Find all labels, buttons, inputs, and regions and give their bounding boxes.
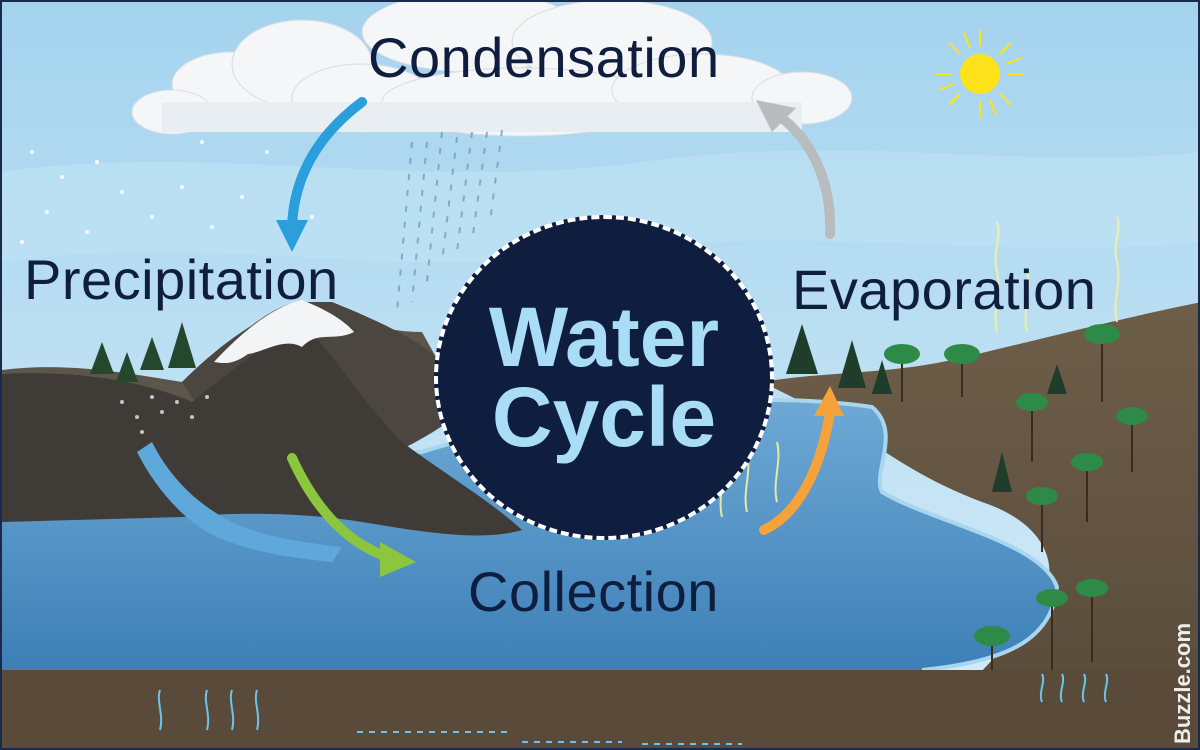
snow-slope <box>120 395 209 434</box>
tree-icon <box>884 324 1148 702</box>
rain-icon <box>396 129 503 313</box>
watermark: Buzzle.com <box>1170 622 1195 744</box>
precipitation-arrow <box>287 97 367 232</box>
underground <box>2 670 1198 748</box>
evaporation-label: Evaporation <box>792 258 1097 321</box>
water-cycle-badge: Water Cycle <box>434 215 774 540</box>
pine-tree-icon <box>90 322 196 382</box>
condensation-label: Condensation <box>368 26 720 89</box>
badge-title-line1: Water <box>488 289 720 384</box>
evaporation-arrowhead <box>814 386 844 416</box>
lake-shoreline <box>2 398 1060 672</box>
collection-arrow <box>287 453 395 563</box>
waterfall-icon <box>137 442 342 562</box>
precipitation-label: Precipitation <box>24 248 339 311</box>
precipitation-arrowhead <box>276 220 308 252</box>
sun-icon <box>936 30 1024 118</box>
pine-tree-icon <box>786 324 1067 492</box>
evaporation-arrow <box>759 407 835 535</box>
collection-label: Collection <box>468 560 719 623</box>
badge-title-line2: Cycle <box>491 369 717 464</box>
mountain-front <box>2 322 522 536</box>
collection-arrowhead <box>380 542 416 577</box>
snow-cap <box>214 300 354 364</box>
cloud-icon <box>131 2 853 137</box>
condensation-arrowhead <box>756 100 796 132</box>
groundwater-arrows <box>157 673 1109 745</box>
condensation-arrow <box>777 113 836 239</box>
snow-flurries <box>20 140 314 244</box>
